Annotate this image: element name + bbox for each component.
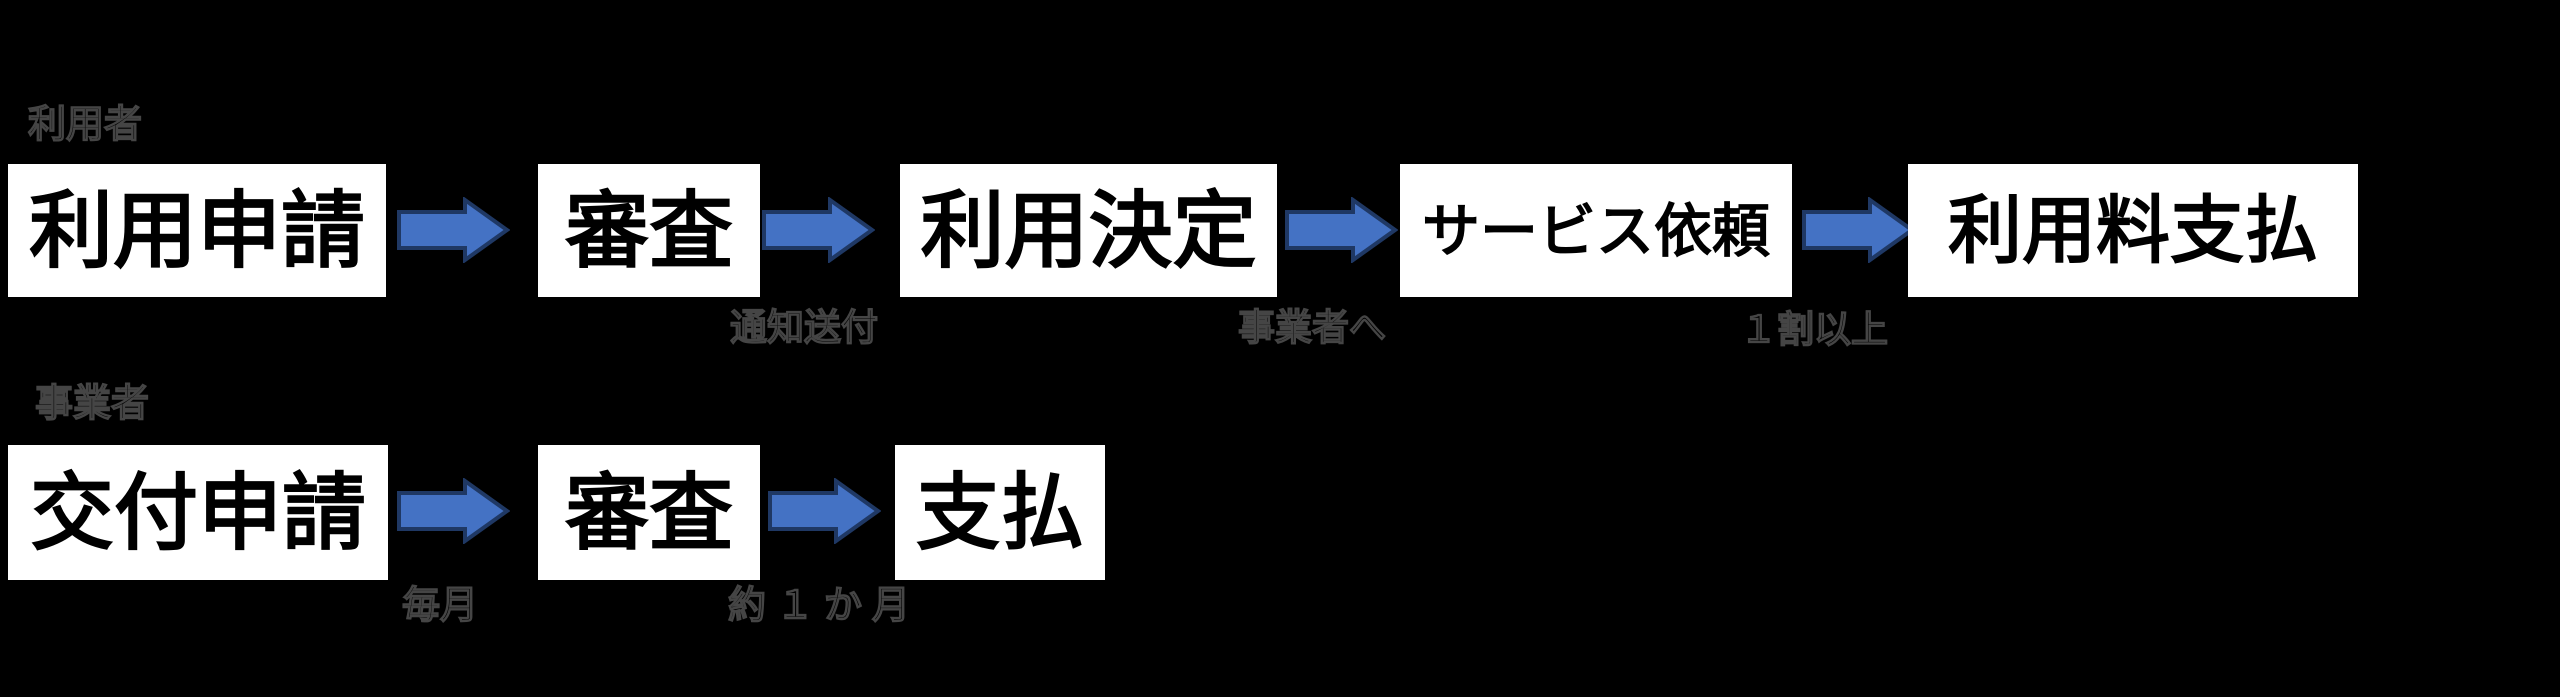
step-box-usage-application: 利用申請	[8, 164, 386, 297]
step-box-payment: 支払	[895, 445, 1105, 580]
arrow-label-to-provider: 事業者へ	[1237, 306, 1386, 349]
lane-label-provider: 事業者	[34, 381, 150, 425]
flow-arrow-icon	[397, 478, 510, 544]
lane-label-user: 利用者	[27, 102, 143, 146]
step-box-review-1: 審査	[538, 164, 760, 297]
flow-arrow-icon	[397, 197, 510, 263]
flow-arrow-icon	[1285, 197, 1398, 263]
step-box-service-request: サービス依頼	[1400, 164, 1792, 297]
step-box-usage-fee-payment: 利用料支払	[1908, 164, 2358, 297]
flow-arrow-icon	[762, 197, 875, 263]
arrow-label-ten-percent-or-more: １割以上	[1739, 308, 1888, 351]
arrow-label-notification-sent: 通知送付	[729, 306, 878, 349]
flow-arrow-icon	[1802, 197, 1915, 263]
step-box-usage-decision: 利用決定	[900, 164, 1277, 297]
arrow-label-monthly: 毎月	[401, 583, 479, 627]
step-box-review-2: 審査	[538, 445, 760, 580]
arrow-label-about-one-month: 約１か月	[727, 583, 921, 627]
step-box-grant-application: 交付申請	[8, 445, 388, 580]
flow-arrow-icon	[768, 478, 881, 544]
